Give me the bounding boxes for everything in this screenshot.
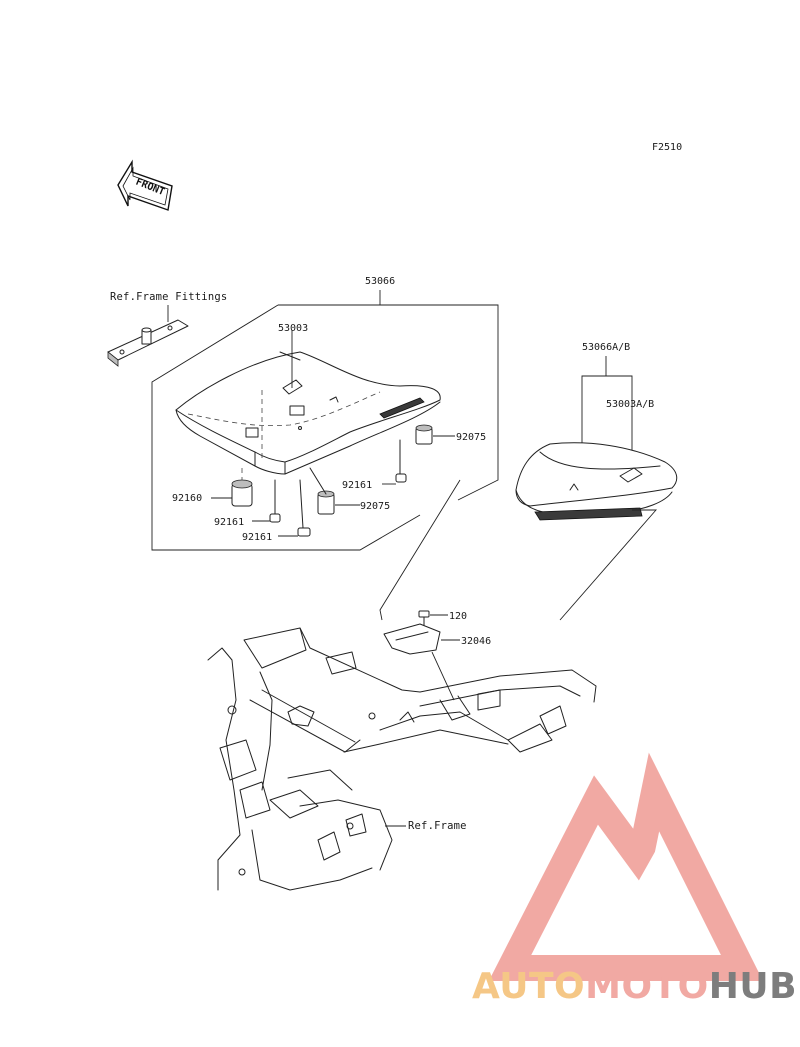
bolt-92161-c: 92161 [242, 479, 311, 543]
frame-fittings-bracket: Ref.Frame Fittings [107, 291, 227, 367]
damper-upper: 92075 [415, 424, 486, 445]
label-92075-upper: 92075 [456, 432, 486, 443]
label-92161-c: 92161 [242, 532, 272, 543]
bolt-92161-b: 92161 [214, 479, 281, 528]
damper-lower: 92075 [309, 467, 390, 515]
front-direction-arrow-icon: FRONT [117, 159, 173, 211]
hook-32046: 32046 [383, 623, 491, 701]
ref-frame-label: Ref.Frame [408, 820, 467, 832]
label-92160: 92160 [172, 493, 202, 504]
label-53066AB: 53066A/B [582, 342, 630, 353]
label-92161-a: 92161 [342, 480, 372, 491]
label-32046: 32046 [461, 636, 491, 647]
label-53066: 53066 [365, 276, 395, 287]
alternate-seat: 53066A/B 53003A/B [515, 342, 678, 621]
ref-frame-fittings-label: Ref.Frame Fittings [110, 291, 227, 303]
bolt-92161-a: 92161 [342, 439, 407, 491]
label-92075-lower: 92075 [360, 501, 390, 512]
motorcycle-frame: Ref.Frame [207, 627, 597, 891]
svg-text:AUTOMOTOHUB: AUTOMOTOHUB [472, 966, 797, 1007]
watermark-text-auto: AUTO [472, 966, 585, 1007]
label-92161-b: 92161 [214, 517, 244, 528]
watermark-text-moto: MOTO [585, 966, 709, 1007]
main-seat: 53003 [175, 323, 441, 475]
automotohub-watermark-logo: AUTOMOTOHUB [472, 752, 797, 1007]
seat-assembly-callout: 53066 [151, 276, 499, 551]
watermark-text-hub: HUB [709, 966, 797, 1007]
label-53003AB: 53003A/B [606, 399, 654, 410]
bolt-120: 120 [418, 610, 467, 633]
label-120: 120 [449, 611, 467, 622]
collar-92160: 92160 [172, 468, 253, 507]
figure-code: F2510 [652, 142, 682, 153]
label-53003: 53003 [278, 323, 308, 334]
